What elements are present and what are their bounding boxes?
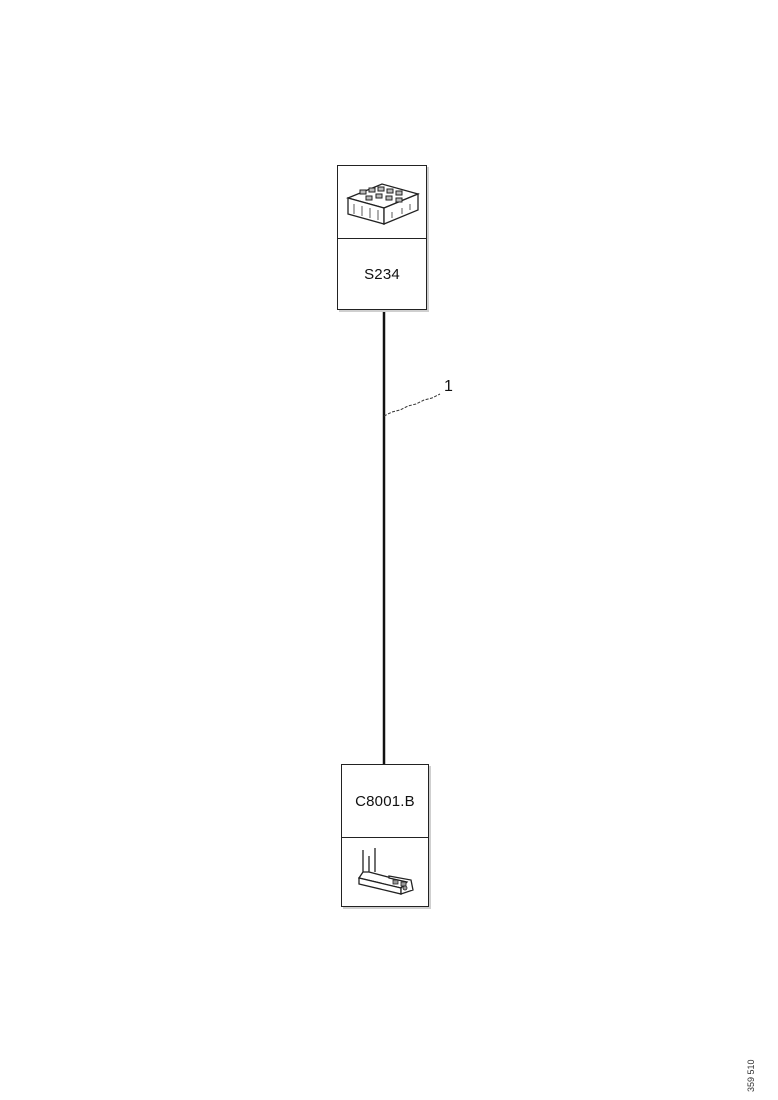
connector-bottom-icon-cell [342, 838, 428, 906]
connector-top[interactable]: S234 [337, 165, 427, 310]
connector-block-icon [346, 183, 420, 225]
terminal-clip-icon [357, 848, 414, 895]
connector-bottom-label: C8001.B [355, 792, 415, 810]
connector-bottom-label-cell: C8001.B [342, 765, 428, 837]
callout-leader [383, 393, 441, 417]
callout-label: 1 [444, 378, 453, 395]
connector-top-label: S234 [364, 265, 400, 283]
connector-top-label-cell: S234 [338, 239, 426, 309]
connector-top-icon-cell [338, 166, 426, 238]
connector-bottom[interactable]: C8001.B [341, 764, 429, 907]
reference-code: 359 510 [746, 1059, 756, 1092]
connector-top-divider [338, 238, 426, 239]
connector-bottom-divider [342, 837, 428, 838]
